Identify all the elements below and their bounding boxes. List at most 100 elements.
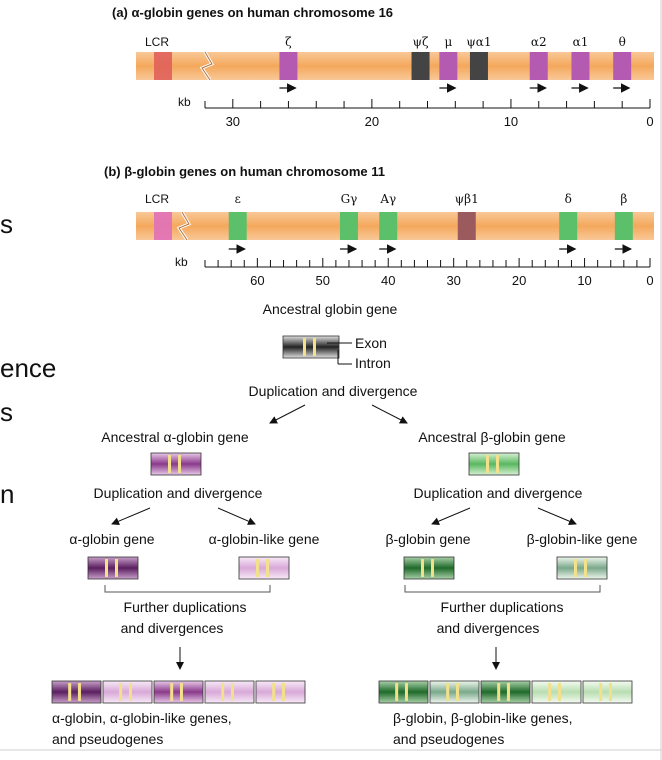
gene-α1-block	[571, 52, 590, 80]
alpha-bracket	[104, 585, 271, 593]
final-alpha-label-2: and pseudogenes	[52, 731, 163, 747]
beta-like-gene-label: β-globin-like gene	[527, 531, 638, 547]
alpha-further-label-1: Further duplications	[124, 599, 247, 615]
ancestral-gene-box	[282, 335, 340, 359]
beta-gene-label: β-globin gene	[385, 531, 470, 547]
gene-α1-label: α1	[573, 35, 589, 49]
final-beta-gene-5	[582, 680, 633, 704]
gene-Gγ-label: Gγ	[341, 192, 358, 206]
arrow-alpha-like	[217, 507, 256, 525]
gene-β-label: β	[620, 192, 627, 206]
final-beta-gene-4	[531, 680, 582, 704]
gene-μ-label: μ	[444, 35, 452, 49]
gene-ψα1-block	[469, 52, 488, 80]
gene-θ-label: θ	[619, 35, 626, 49]
panel-a: (a) α-globin genes on human chromosome 1…	[112, 5, 654, 129]
final-beta-label-2: and pseudogenes	[393, 731, 504, 747]
arrow-beta-like	[537, 507, 577, 525]
final-alpha-gene-4	[204, 680, 255, 704]
panel-b-kb-label: kb	[175, 255, 188, 269]
panel-a-lcr-region	[154, 52, 172, 80]
panel-a-scale: kb 30 20 10 0	[178, 95, 654, 129]
left-fragment-2: ence	[0, 353, 56, 383]
gene-δ-block	[559, 212, 578, 240]
gene-ψζ-block	[411, 52, 430, 80]
scale-tick-label: 40	[381, 273, 395, 288]
final-alpha-gene-1	[51, 680, 102, 704]
gene-μ-block	[439, 52, 458, 80]
scale-tick-label: 60	[250, 273, 264, 288]
gene-ε-block	[228, 212, 247, 240]
alpha-gene-label: α-globin gene	[69, 531, 154, 547]
gene-Aγ-label: Aγ	[379, 192, 396, 206]
alpha-gene-box	[87, 556, 139, 580]
final-alpha-gene-row	[51, 680, 306, 704]
alpha-further-label-2: and divergences	[121, 620, 224, 636]
beta-duplication-label: Duplication and divergence	[414, 485, 583, 501]
panel-b-title: (b) β-globin genes on human chromosome 1…	[104, 164, 385, 179]
ancestral-alpha-gene-box	[150, 452, 202, 476]
exon-label: Exon	[355, 335, 387, 351]
beta-like-gene-box	[556, 556, 608, 580]
arrow-alpha-gene	[111, 507, 151, 525]
gene-α2-label: α2	[531, 35, 547, 49]
beta-gene-box	[403, 556, 455, 580]
panel-a-kb-label: kb	[178, 95, 191, 109]
scale-tick-label: 30	[226, 114, 240, 129]
scale-tick-label: 0	[646, 273, 653, 288]
gene-ψα1-label: ψα1	[466, 35, 491, 49]
final-beta-gene-1	[378, 680, 429, 704]
gene-ε-label: ε	[235, 192, 241, 206]
final-beta-gene-2	[429, 680, 480, 704]
scale-tick-label: 0	[646, 114, 653, 129]
beta-further-label-2: and divergences	[437, 620, 540, 636]
panel-a-title: (a) α-globin genes on human chromosome 1…	[112, 5, 393, 20]
intron-label: Intron	[355, 355, 391, 371]
beta-bracket	[404, 585, 601, 593]
ancestral-alpha-label: Ancestral α-globin gene	[101, 429, 249, 445]
scale-tick-label: 20	[512, 273, 526, 288]
beta-further-label-1: Further duplications	[441, 599, 564, 615]
ancestral-beta-label: Ancestral β-globin gene	[418, 429, 566, 445]
scale-tick-label: 20	[365, 114, 379, 129]
gene-α2-block	[529, 52, 548, 80]
gene-β-block	[614, 212, 633, 240]
panel-a-chromosome	[136, 52, 654, 80]
final-alpha-gene-3	[153, 680, 204, 704]
arrow-to-alpha	[269, 404, 306, 424]
gene-Aγ-block	[379, 212, 398, 240]
scale-tick-label: 50	[316, 273, 330, 288]
final-beta-gene-row	[378, 680, 633, 704]
gene-ψβ1-block	[457, 212, 476, 240]
arrow-beta-gene	[431, 507, 471, 525]
panel-b-lcr-label: LCR	[145, 192, 169, 206]
alpha-like-gene-box	[238, 556, 290, 580]
gene-δ-label: δ	[565, 192, 572, 206]
left-fragment-1: s	[0, 209, 13, 239]
scale-tick-label: 10	[504, 114, 518, 129]
left-fragment-3: s	[0, 397, 13, 427]
scale-tick-label: 30	[446, 273, 460, 288]
evolution-tree: Ancestral globin gene Exon Intron Duplic…	[51, 301, 638, 747]
ancestral-beta-gene-box	[468, 452, 520, 476]
panel-a-lcr-label: LCR	[145, 35, 169, 49]
alpha-like-gene-label: α-globin-like gene	[209, 531, 320, 547]
final-alpha-gene-2	[102, 680, 153, 704]
alpha-duplication-label: Duplication and divergence	[94, 485, 263, 501]
gene-ζ-block	[279, 52, 298, 80]
left-fragment-4: n	[0, 479, 14, 509]
duplication-divergence-label: Duplication and divergence	[249, 383, 418, 399]
gene-θ-block	[613, 52, 632, 80]
final-alpha-gene-5	[255, 680, 306, 704]
arrow-to-beta	[371, 404, 408, 424]
ancestral-gene-label: Ancestral globin gene	[263, 301, 398, 317]
gene-ζ-label: ζ	[285, 35, 292, 49]
final-alpha-label-1: α-globin, α-globin-like genes,	[52, 710, 232, 726]
final-beta-label-1: β-globin, β-globin-like genes,	[393, 710, 573, 726]
gene-ψζ-label: ψζ	[413, 35, 429, 49]
gene-Gγ-block	[339, 212, 358, 240]
panel-b: (b) β-globin genes on human chromosome 1…	[104, 164, 654, 288]
